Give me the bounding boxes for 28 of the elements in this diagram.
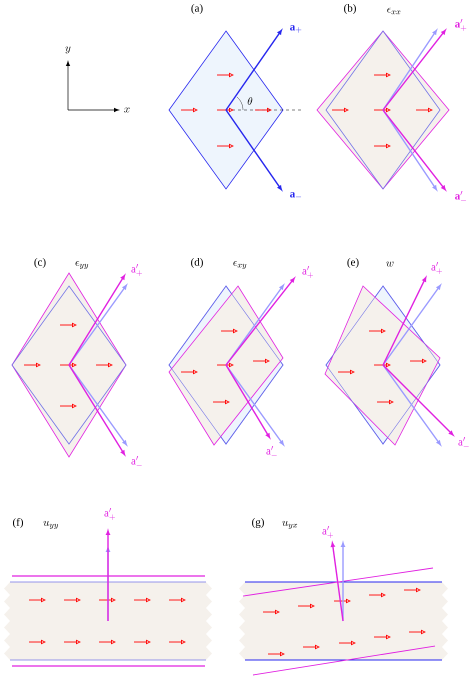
vector-label: $\mathrm{a}'_+$ bbox=[322, 526, 334, 538]
panel-label: (a) bbox=[191, 4, 203, 14]
panel-label: (f) bbox=[13, 518, 24, 528]
vector-label: $\mathrm{a}'_+$ bbox=[104, 508, 116, 520]
strain-label: $w$ bbox=[386, 262, 394, 266]
axis-label: $y$ bbox=[65, 46, 70, 54]
vector-label: $\mathrm{a}'_+$ bbox=[131, 264, 142, 276]
vector-label: $\mathbf{a}'_+$ bbox=[455, 19, 466, 31]
panel-label: (g) bbox=[252, 518, 264, 528]
strain-label: $\epsilon_{xx}$ bbox=[387, 8, 400, 14]
vector-label: $\mathbf{a}_-$ bbox=[290, 192, 302, 198]
vector-label: $\mathrm{a}'_+$ bbox=[431, 262, 442, 274]
panel-label: (c) bbox=[34, 258, 46, 268]
vector-label: $\mathbf{a}_+$ bbox=[290, 25, 302, 33]
strain-label: $\epsilon_{xy}$ bbox=[233, 261, 246, 270]
panel-label: (e) bbox=[347, 258, 359, 268]
strain-label: $u_{yy}$ bbox=[43, 520, 58, 530]
vector-label: $\mathbf{a}'_-$ bbox=[455, 191, 466, 200]
vector-label: $\mathrm{a}'_+$ bbox=[302, 266, 314, 278]
vector-label: $\mathrm{a}'_-$ bbox=[131, 456, 142, 466]
panel-label: (d) bbox=[191, 258, 203, 268]
angle-label: $\theta$ bbox=[248, 97, 252, 105]
vector-label: $\mathrm{a}'_-$ bbox=[458, 437, 469, 446]
axis-label: $x$ bbox=[124, 108, 130, 112]
strain-label: $u_{yx}$ bbox=[282, 520, 298, 530]
strain-label: $\epsilon_{yy}$ bbox=[76, 261, 88, 270]
panel-label: (b) bbox=[344, 4, 356, 14]
vector-label: $\mathrm{a}'_-$ bbox=[266, 446, 277, 456]
